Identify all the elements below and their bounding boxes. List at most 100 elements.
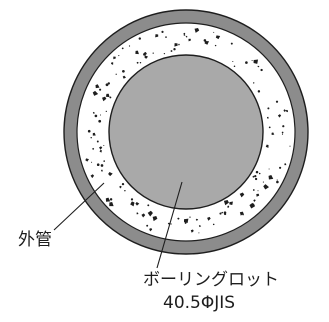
outer-pipe-leader-line (53, 182, 105, 231)
speckle (267, 116, 269, 119)
speckle (124, 189, 126, 192)
speckle (233, 65, 236, 67)
speckle (265, 144, 269, 148)
speckle (165, 36, 167, 38)
speckle (189, 216, 191, 218)
speckle (141, 213, 146, 218)
speckle (232, 60, 234, 63)
speckle (90, 136, 92, 139)
speckle (144, 55, 149, 59)
speckle (99, 114, 102, 116)
speckle (109, 202, 114, 207)
speckle (282, 125, 285, 128)
speckle (276, 179, 278, 181)
speckle (194, 27, 200, 33)
speckle (284, 163, 287, 166)
speckle (254, 174, 257, 178)
speckle (152, 216, 158, 222)
speckle (255, 170, 259, 174)
speckle (152, 52, 154, 54)
speckle (107, 82, 111, 85)
speckle (253, 59, 259, 64)
speckle (174, 43, 178, 47)
speckle (155, 34, 159, 38)
speckle (128, 45, 131, 47)
speckle (257, 90, 261, 93)
speckle (277, 114, 282, 118)
speckle (268, 168, 270, 170)
speckle (256, 193, 260, 197)
speckle (92, 111, 95, 114)
speckle (92, 90, 99, 96)
speckle (121, 47, 124, 50)
speckle (139, 61, 142, 64)
speckle (289, 145, 291, 147)
speckle (251, 59, 253, 62)
speckle (99, 88, 102, 91)
speckle (96, 140, 99, 143)
speckle (198, 225, 202, 228)
boring-rod-label: ボーリングロット (143, 270, 279, 290)
speckle (147, 210, 153, 217)
speckle (224, 213, 227, 216)
speckle (268, 126, 271, 129)
speckle (239, 192, 245, 198)
speckle (268, 174, 274, 180)
outer-pipe-label: 外管 (18, 230, 52, 250)
speckle (184, 218, 189, 223)
speckle (99, 149, 102, 153)
speckle (105, 110, 107, 113)
speckle (118, 55, 120, 57)
speckle (283, 109, 287, 112)
boring-rod (108, 54, 264, 210)
speckle (105, 93, 110, 98)
speckle (85, 158, 89, 162)
speckle (198, 232, 200, 234)
speckle (214, 44, 217, 47)
speckle (110, 62, 114, 65)
speckle (122, 69, 125, 73)
speckle (229, 201, 233, 206)
speckle (286, 110, 288, 113)
speckle (253, 199, 256, 202)
speckle (183, 32, 186, 35)
speckle (105, 197, 111, 202)
speckle (195, 218, 199, 221)
speckle (257, 65, 260, 68)
speckle (252, 189, 255, 191)
speckle (257, 190, 259, 192)
speckle (190, 229, 194, 233)
speckle (136, 203, 138, 205)
speckle (188, 38, 191, 42)
boring-rod-leader-line (156, 181, 183, 269)
speckle (93, 133, 95, 135)
speckle (221, 211, 224, 214)
speckle (136, 61, 139, 64)
speckle (122, 75, 127, 79)
speckle (170, 223, 172, 225)
speckle (219, 212, 222, 215)
speckle (121, 182, 125, 186)
speckle (253, 82, 255, 84)
speckle (276, 180, 279, 184)
speckle (136, 212, 139, 215)
speckle (94, 114, 98, 118)
speckle (115, 73, 117, 75)
speckle (92, 147, 95, 151)
speckle (281, 131, 284, 134)
speckle (149, 228, 153, 232)
speckle (271, 132, 275, 136)
speckle (130, 198, 134, 201)
speckle (184, 222, 187, 224)
speckle (250, 202, 256, 207)
speckle (102, 96, 107, 102)
speckle (119, 185, 122, 189)
speckle (215, 35, 221, 40)
speckle (87, 129, 91, 133)
speckle (147, 204, 150, 207)
speckle (185, 35, 188, 38)
speckle (281, 133, 284, 135)
speckle (279, 166, 282, 169)
speckle (275, 100, 279, 103)
